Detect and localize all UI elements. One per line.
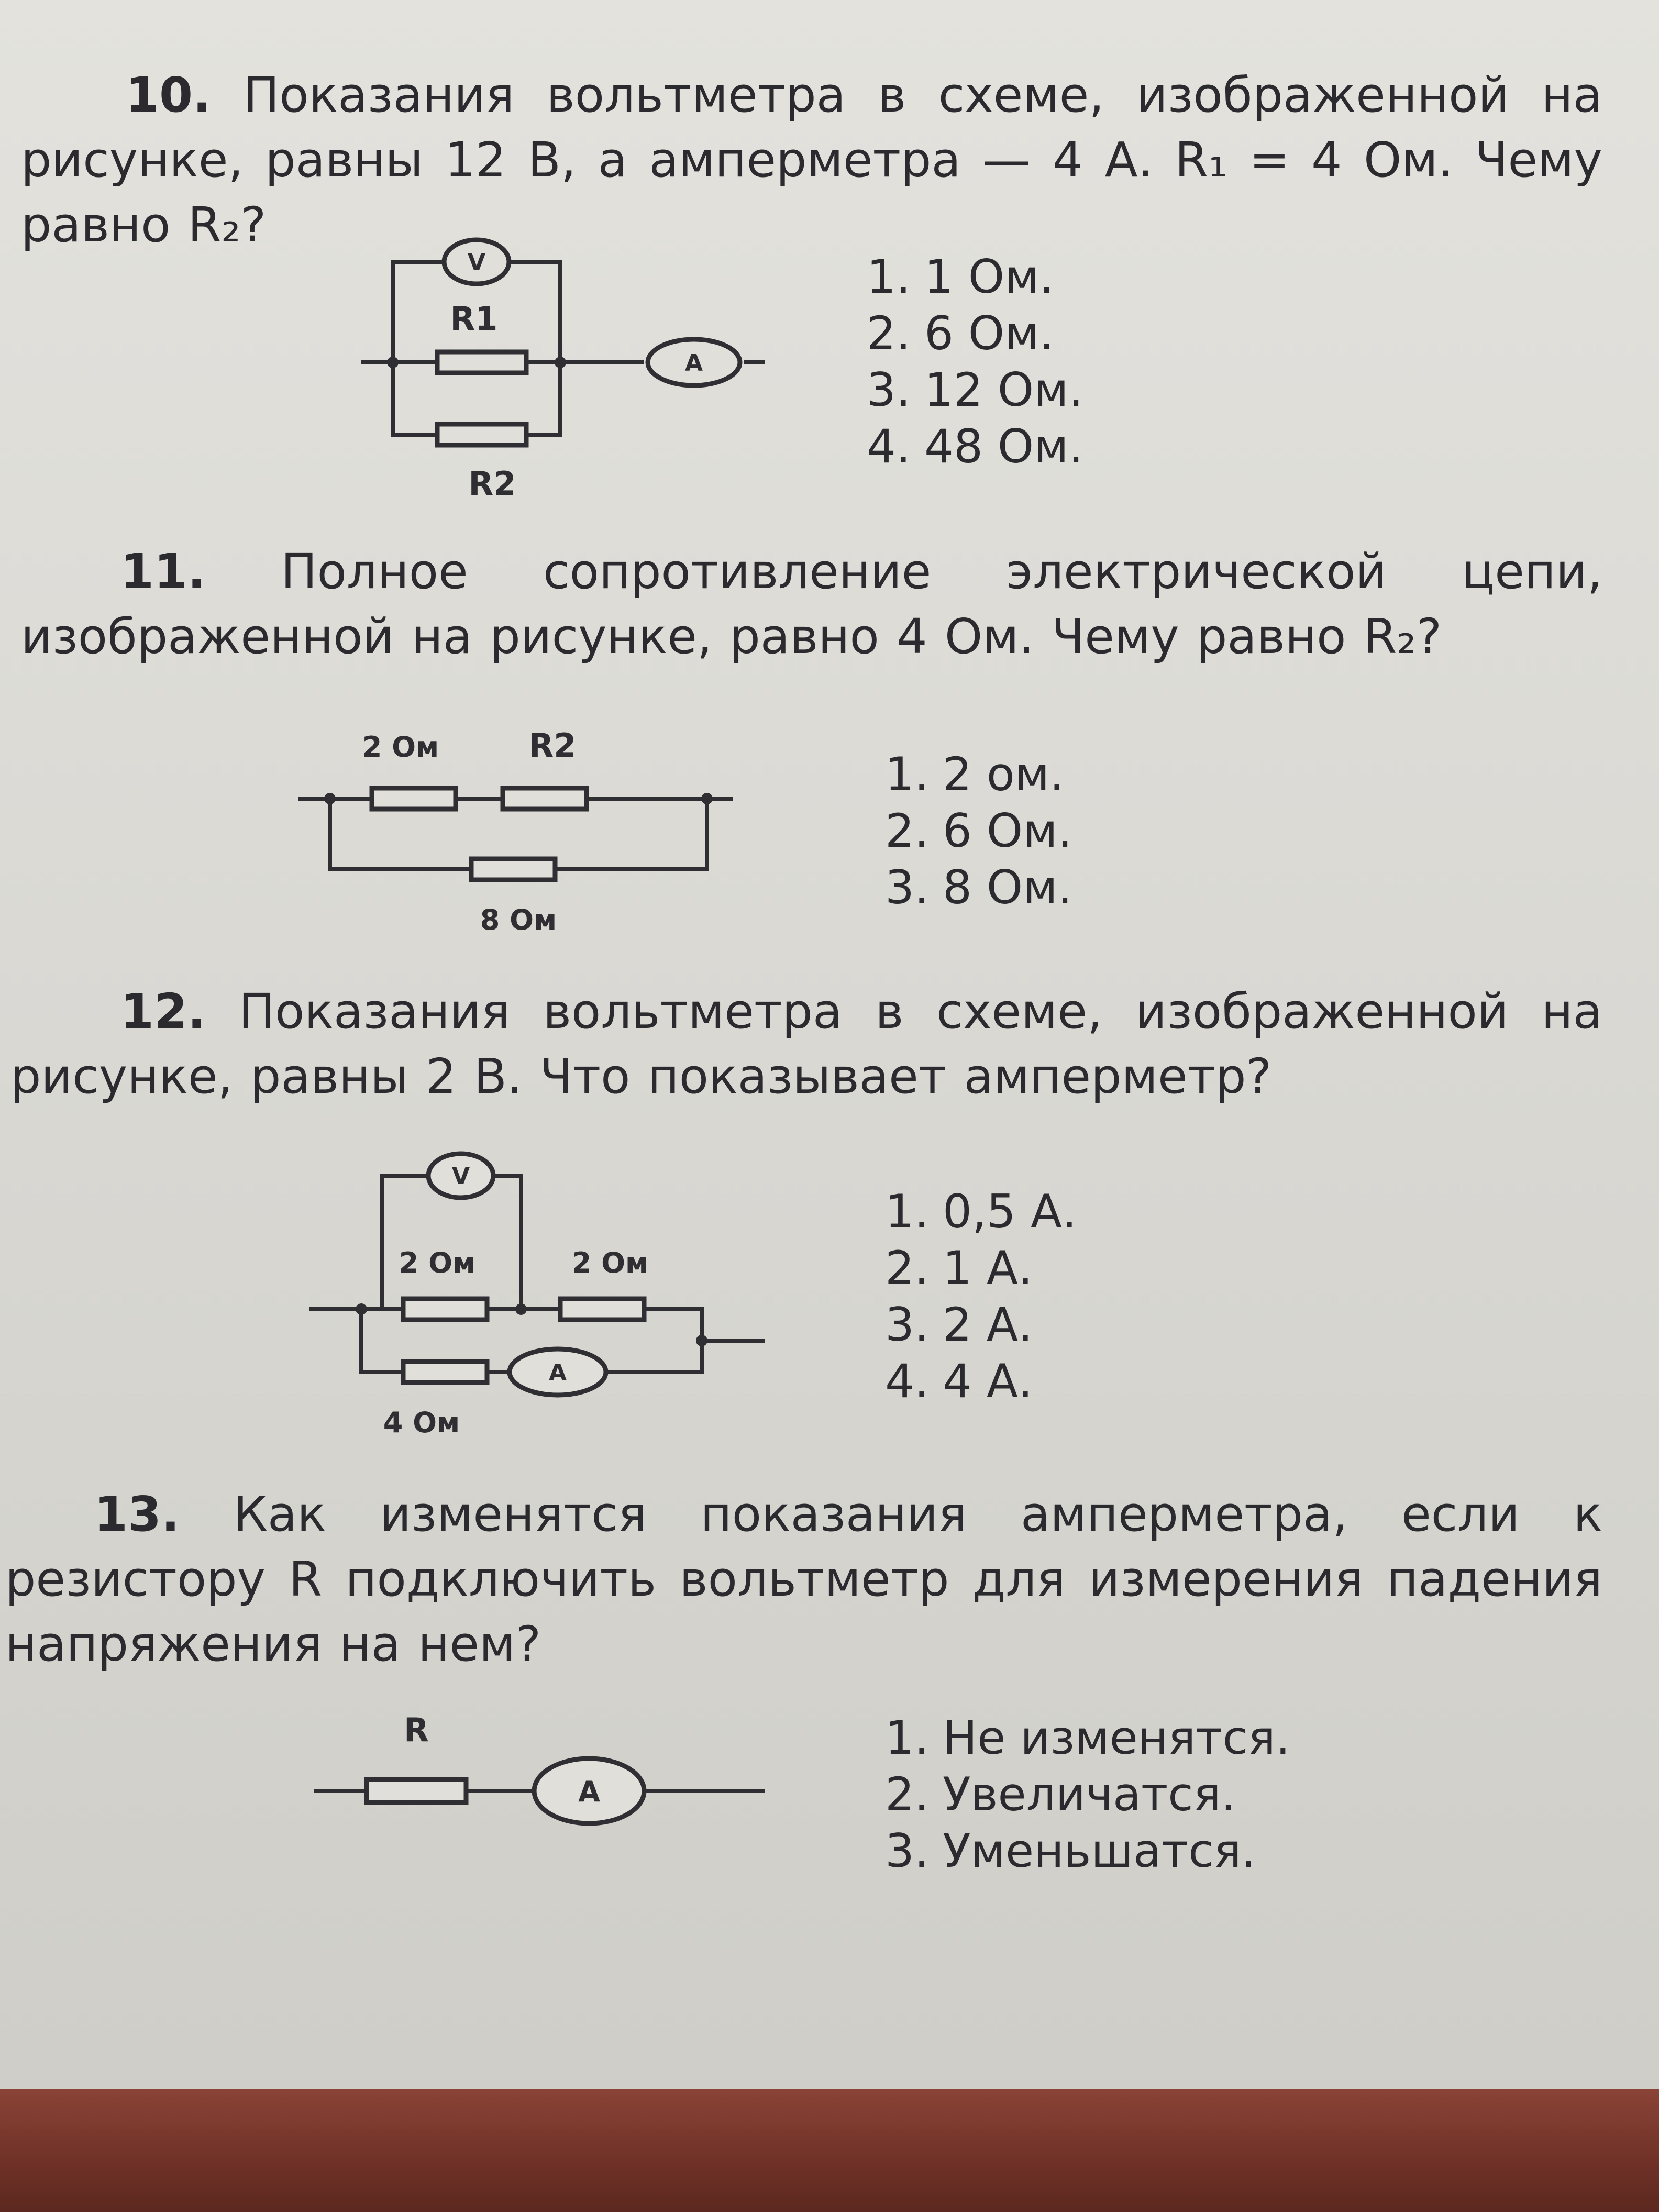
r2-resistor (435, 422, 529, 448)
question-13-body: Как изменятся показания амперметра, если… (5, 1486, 1602, 1672)
answer-option[interactable]: 2.6 Ом. (885, 804, 1072, 858)
ammeter-label: A (578, 1775, 600, 1808)
answer-option[interactable]: 3.2 А. (885, 1298, 1033, 1352)
junction-right (701, 793, 713, 804)
answer-option[interactable]: 3.8 Ом. (885, 860, 1072, 914)
junction-left (324, 793, 336, 804)
r2-branch (391, 362, 562, 437)
question-11-options: 1.2 ом. 2.6 Ом. 3.8 Ом. (885, 746, 1072, 916)
voltmeter-branch (391, 260, 562, 362)
top-branch-wire (309, 1307, 765, 1343)
question-13-text: 13. Как изменятся показания амперметра, … (5, 1482, 1602, 1677)
ammeter-icon (645, 337, 743, 388)
junction-left (356, 1303, 367, 1315)
question-11-circuit: 2 Ом R2 8 Ом (298, 726, 733, 936)
label-r2: R2 (529, 726, 577, 765)
question-11-body: Полное сопротивление электрической цепи,… (21, 544, 1602, 665)
resistor-2-ohm (369, 786, 458, 812)
bottom-branch-wire (359, 1309, 704, 1374)
resistor-2-ohm-b (558, 1296, 647, 1322)
ammeter-icon (507, 1346, 609, 1398)
label-r: R (404, 1711, 429, 1749)
voltmeter-label: V (468, 249, 485, 276)
bottom-branch-wire (328, 799, 709, 871)
r1-resistor (435, 349, 529, 375)
r2-label: R2 (469, 464, 516, 503)
junction-left (387, 357, 399, 368)
question-12-body: Показания вольтметра в схеме, изображенн… (10, 983, 1602, 1104)
resistor-8-ohm (469, 856, 558, 882)
answer-option[interactable]: 2.6 Ом. (867, 306, 1054, 360)
table-surface (0, 2089, 1659, 2212)
answer-option[interactable]: 3.Уменьшатся. (885, 1824, 1256, 1878)
question-12-text: 12. Показания вольтметра в схеме, изобра… (10, 979, 1602, 1109)
answer-option[interactable]: 1.Не изменятся. (885, 1711, 1290, 1765)
answer-option[interactable]: 1.0,5 А. (885, 1185, 1077, 1238)
label-2-ohm-a: 2 Ом (399, 1246, 475, 1279)
question-10-text: 10. Показания вольтметра в схеме, изобра… (21, 63, 1602, 258)
resistor-2-ohm-a (401, 1296, 490, 1322)
resistor-r (364, 1777, 469, 1805)
label-8-ohm: 8 Ом (480, 903, 557, 936)
question-10-options: 1.1 Ом. 2.6 Ом. 3.12 Ом. 4.48 Ом. (867, 249, 1083, 475)
question-12-circuit: V A 2 Ом 2 Ом 4 Ом (309, 1151, 765, 1439)
answer-option[interactable]: 4.48 Ом. (867, 419, 1083, 473)
ammeter-label: A (549, 1359, 567, 1386)
voltmeter-icon (426, 1151, 496, 1200)
r1-label: R1 (450, 300, 498, 338)
junction-right (696, 1335, 707, 1346)
question-10-body: Показания вольтметра в схеме, изображенн… (21, 67, 1602, 253)
voltmeter-icon (441, 237, 512, 286)
voltmeter-branch (380, 1174, 523, 1309)
ammeter-icon (532, 1756, 647, 1826)
answer-option[interactable]: 2.1 А. (885, 1241, 1033, 1295)
answer-option[interactable]: 4.4 А. (885, 1354, 1033, 1408)
answer-option[interactable]: 2.Увеличатся. (885, 1767, 1236, 1821)
answer-option[interactable]: 1.2 ом. (885, 747, 1065, 801)
junction-middle (515, 1303, 527, 1315)
question-13-circuit: A R (314, 1711, 765, 1826)
question-13-options: 1.Не изменятся. 2.Увеличатся. 3.Уменьшат… (885, 1710, 1290, 1879)
resistor-r2 (500, 786, 589, 812)
junction-right (555, 357, 566, 368)
textbook-page: 10. Показания вольтметра в схеме, изобра… (0, 0, 1659, 2089)
label-4-ohm: 4 Ом (383, 1406, 460, 1439)
answer-option[interactable]: 3.12 Ом. (867, 363, 1083, 417)
question-11-text: 11. Полное сопротивление электрической ц… (21, 539, 1602, 669)
question-11-number: 11. (120, 544, 206, 600)
question-10-number: 10. (126, 67, 211, 123)
question-13-number: 13. (94, 1486, 180, 1542)
answer-option[interactable]: 1.1 Ом. (867, 250, 1054, 304)
ammeter-label: A (685, 350, 703, 377)
label-2-ohm-b: 2 Ом (572, 1246, 648, 1279)
question-12-number: 12. (120, 983, 206, 1039)
resistor-4-ohm (401, 1359, 490, 1385)
voltmeter-label: V (452, 1163, 470, 1190)
question-10-circuit: V A R1 R2 (361, 237, 765, 503)
question-12-options: 1.0,5 А. 2.1 А. 3.2 А. 4.4 А. (885, 1184, 1077, 1410)
label-2-ohm: 2 Ом (362, 731, 439, 764)
